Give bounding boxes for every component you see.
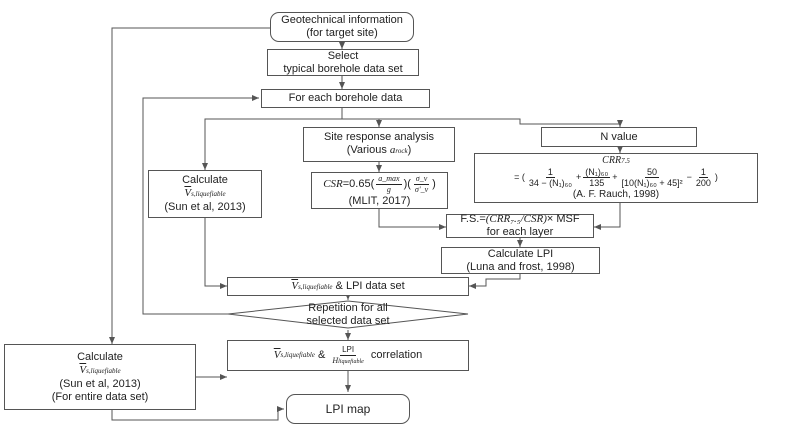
calc-vs-entire-scope: (For entire data set) xyxy=(51,390,149,403)
arrow-crr-to-fs xyxy=(594,203,621,230)
correlation-fraction: LPI Hliquefiable xyxy=(332,344,364,365)
n-value-label: N value xyxy=(600,130,638,143)
arrow-repetition-loop-back xyxy=(142,95,259,315)
n-value-box: N value xyxy=(541,127,697,147)
crr-title: CRR7.5 xyxy=(602,155,630,166)
arrow-csr-to-fs xyxy=(378,209,446,230)
geotech-info-title: Geotechnical information xyxy=(281,14,403,26)
arrow-calc-bottom-to-lpimap xyxy=(111,406,284,421)
calc-vs-entire-reference: (Sun et al, 2013) xyxy=(59,377,141,390)
calc-vs-symbol: Vs,liquefiable xyxy=(184,187,226,199)
borehole-loop-label: For each borehole data xyxy=(288,92,403,104)
select-borehole-subtitle: typical borehole data set xyxy=(283,62,403,75)
select-borehole-box: Select typical borehole data set xyxy=(267,49,419,76)
calc-lpi-reference: (Luna and frost, 1998) xyxy=(466,260,575,273)
site-response-box: Site response analysis (Various arock) xyxy=(303,127,455,162)
correlation-amp: & xyxy=(314,349,329,361)
calc-vs-reference: (Sun et al, 2013) xyxy=(164,201,246,213)
lpi-map-box: LPI map xyxy=(286,394,410,424)
calc-vs-title: Calculate xyxy=(182,174,228,186)
calc-vs-entire-title: Calculate xyxy=(77,350,123,363)
vs-lpi-dataset-label: Vs,liquefiable & LPI data set xyxy=(291,279,405,292)
arrow-geotech-to-calc-bottom xyxy=(109,27,270,344)
fs-formula: F.S.=(CRR₇.₅/CSR)× MSF xyxy=(460,213,580,225)
borehole-loop-box: For each borehole data xyxy=(261,89,430,108)
repetition-label: Repetition for all selected data set xyxy=(306,302,390,327)
site-response-subtitle: (Various arock) xyxy=(346,144,412,156)
correlation-vs-subscript: s,liquefiable xyxy=(280,351,315,359)
vs-lpi-dataset-box: Vs,liquefiable & LPI data set xyxy=(227,277,469,296)
geotech-info-box: Geotechnical information (for target sit… xyxy=(270,12,414,42)
arrow-lpi-to-dataset xyxy=(469,274,521,289)
correlation-label: correlation xyxy=(367,349,423,361)
calc-lpi-box: Calculate LPI (Luna and frost, 1998) xyxy=(441,247,600,274)
calc-vs-box: Calculate Vs,liquefiable (Sun et al, 201… xyxy=(148,170,262,218)
fs-box: F.S.=(CRR₇.₅/CSR)× MSF for each layer xyxy=(446,213,594,238)
lpi-map-label: LPI map xyxy=(325,401,371,416)
crr-reference: (A. F. Rauch, 1998) xyxy=(572,189,660,200)
calc-vs-entire-symbol: Vs,liquefiable xyxy=(79,363,121,376)
select-borehole-title: Select xyxy=(327,49,359,62)
calc-lpi-title: Calculate LPI xyxy=(487,247,554,260)
arrow-loop-to-site-response xyxy=(342,118,382,127)
fs-subtitle: for each layer xyxy=(486,226,554,238)
correlation-vs-symbol: V xyxy=(273,349,281,361)
calc-vs-entire-box: Calculate Vs,liquefiable (Sun et al, 201… xyxy=(4,344,196,410)
site-response-title: Site response analysis xyxy=(323,131,435,143)
geotech-info-subtitle: (for target site) xyxy=(306,27,378,39)
arrow-loop-to-nvalue xyxy=(379,118,623,127)
arrow-loop-to-calc-left xyxy=(202,108,343,170)
arrow-calc-left-to-dataset xyxy=(204,218,227,289)
repetition-diamond xyxy=(227,300,469,329)
csr-reference: (MLIT, 2017) xyxy=(348,194,411,207)
